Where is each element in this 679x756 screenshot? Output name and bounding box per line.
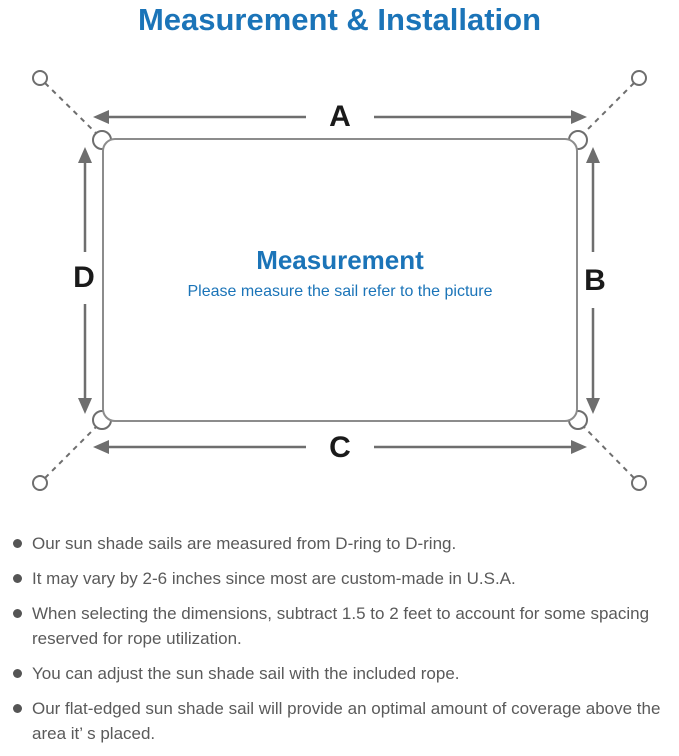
sail-measurement-diagram [32, 70, 647, 491]
dimension-label-a: A [329, 100, 351, 133]
anchor-point-top-right [631, 70, 647, 86]
list-item: When selecting the dimensions, subtract … [13, 601, 673, 651]
bullet-icon [13, 669, 22, 678]
note-text: It may vary by 2-6 inches since most are… [32, 569, 516, 588]
sail-outline [102, 138, 578, 422]
dimension-label-d: D [73, 261, 95, 294]
measurement-notes-list: Our sun shade sails are measured from D-… [13, 531, 673, 756]
rope-dashed-lines [44, 82, 635, 479]
anchor-points [32, 70, 647, 491]
rope-line-top-left [44, 82, 100, 137]
note-text: When selecting the dimensions, subtract … [32, 604, 650, 648]
note-text: Our flat-edged sun shade sail will provi… [32, 699, 661, 743]
list-item: Our flat-edged sun shade sail will provi… [13, 696, 673, 746]
rope-line-top-right [580, 82, 635, 137]
dimension-arrow-a [93, 110, 587, 124]
dimension-arrow-c [93, 440, 587, 454]
anchor-point-bottom-left [32, 475, 48, 491]
bullet-icon [13, 574, 22, 583]
anchor-point-bottom-right [631, 475, 647, 491]
note-text: Our sun shade sails are measured from D-… [32, 534, 457, 553]
sail-center-title: Measurement [256, 245, 424, 275]
bullet-icon [13, 609, 22, 618]
dimension-label-c: C [329, 431, 351, 464]
note-text: You can adjust the sun shade sail with t… [32, 664, 460, 683]
sail-center-text: Measurement Please measure the sail refe… [103, 245, 577, 301]
bullet-icon [13, 704, 22, 713]
dimension-label-b: B [584, 264, 606, 297]
rope-line-bottom-right [580, 423, 635, 479]
list-item: Our sun shade sails are measured from D-… [13, 531, 673, 556]
page-title: Measurement & Installation [137, 2, 542, 37]
bullet-icon [13, 539, 22, 548]
dimension-arrow-b [586, 147, 600, 414]
rope-line-bottom-left [44, 423, 100, 479]
sail-center-subtitle: Please measure the sail refer to the pic… [187, 283, 493, 300]
dimension-arrow-d [78, 147, 92, 414]
list-item: You can adjust the sun shade sail with t… [13, 661, 673, 686]
list-item: It may vary by 2-6 inches since most are… [13, 566, 673, 591]
measurement-installation-page: { "page_title": "Measurement & Installat… [13, 2, 661, 743]
anchor-point-top-left [32, 70, 48, 86]
